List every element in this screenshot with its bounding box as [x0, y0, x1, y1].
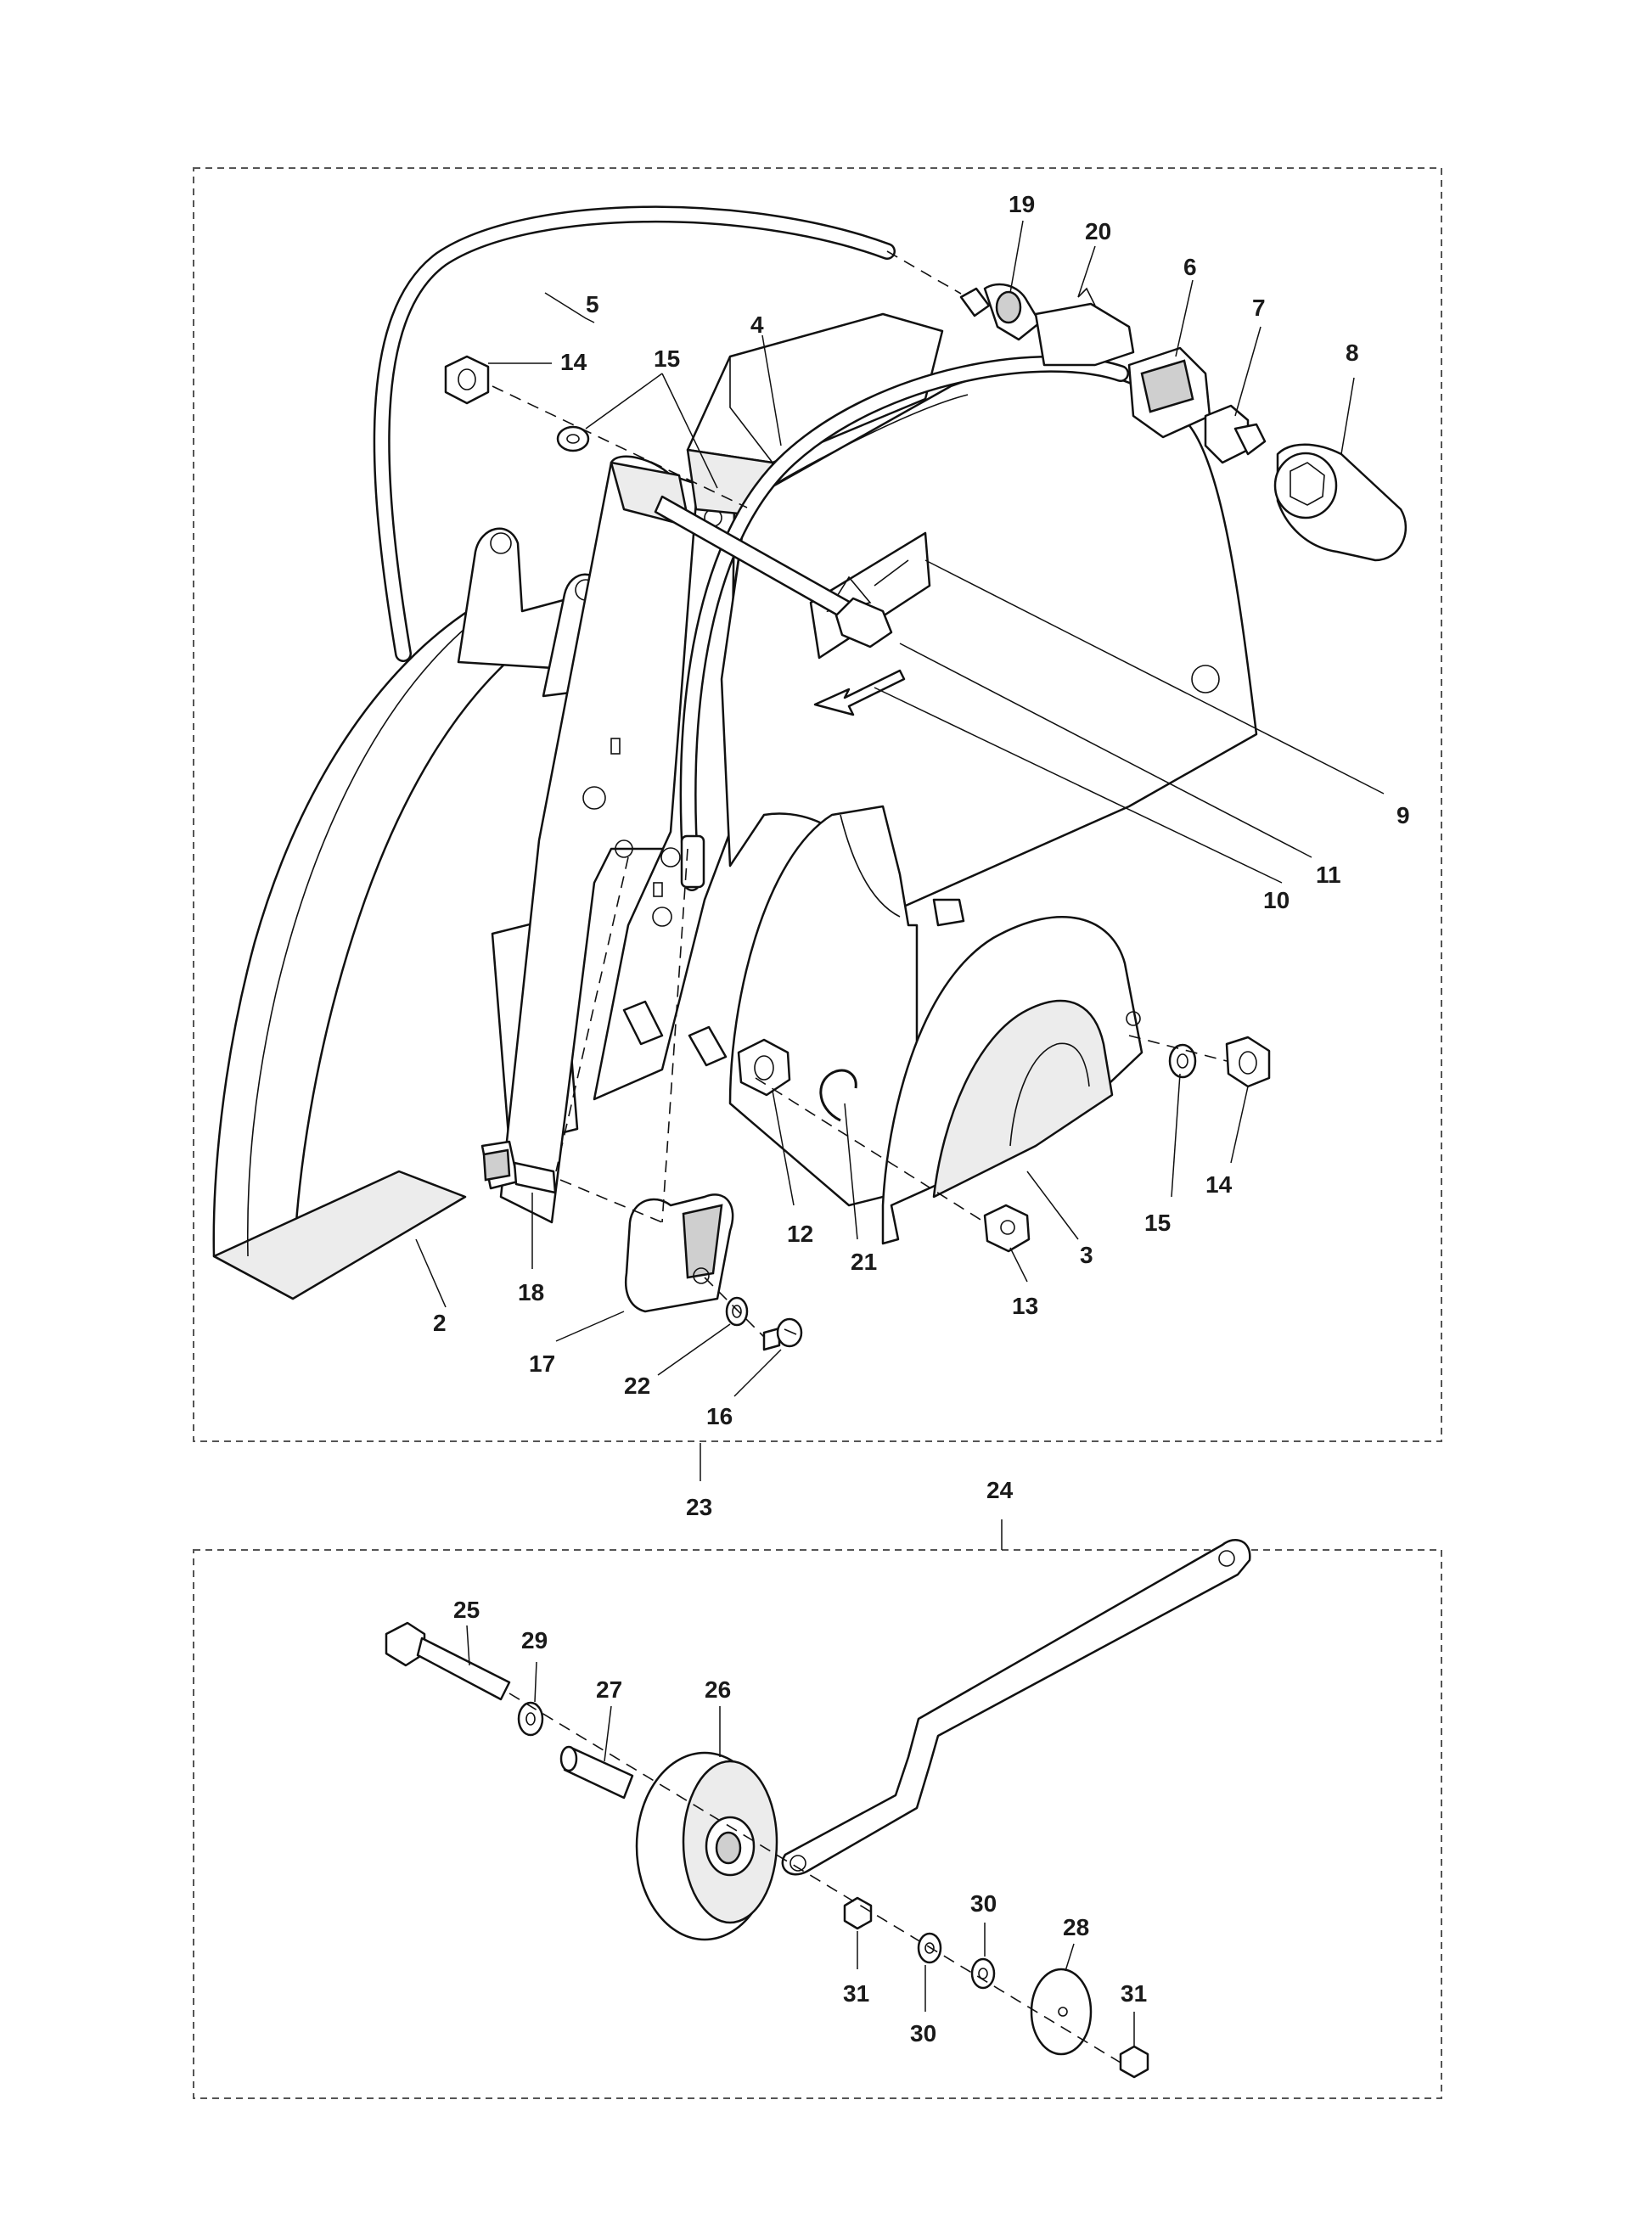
valve-insert-7: [1204, 404, 1267, 464]
blade-guard: [212, 592, 671, 1300]
wheel: [635, 1751, 778, 1941]
washer-15-right: [1168, 1043, 1197, 1079]
washer-29: [517, 1701, 544, 1737]
lower-kit-frame: [193, 1549, 1442, 2099]
washer-30-right: [970, 1957, 996, 1990]
upper-kit-frame: [193, 167, 1442, 1442]
lock-nut-14-right: [1225, 1036, 1271, 1088]
washer-15-left: [556, 425, 590, 452]
callout-15-right: 15: [1144, 1210, 1171, 1236]
guard-studs: [622, 898, 965, 1067]
valve-nipple-19: [959, 283, 1042, 341]
callout-24: 24: [986, 1477, 1014, 1503]
callout-15-left: 15: [654, 345, 680, 372]
callout-6: 6: [1183, 254, 1197, 280]
callout-16: 16: [706, 1403, 733, 1429]
callout-4: 4: [750, 312, 764, 338]
callout-14-right: 14: [1205, 1171, 1233, 1198]
valve-knob-8: [1273, 443, 1408, 562]
water-hose: [373, 205, 896, 662]
callout-21: 21: [851, 1249, 877, 1275]
callout-13: 13: [1012, 1293, 1038, 1319]
nut-31-right: [1119, 2045, 1149, 2079]
screw-16: [762, 1317, 803, 1351]
callout-19: 19: [1009, 191, 1035, 217]
pivot-bolt: [654, 495, 893, 648]
valve-body-20: [1034, 287, 1135, 367]
washer-30-left: [917, 1932, 942, 1964]
inner-guard: [728, 805, 919, 1207]
nipple-fitting: [480, 1140, 557, 1194]
callout-28: 28: [1063, 1914, 1089, 1940]
callout-8: 8: [1346, 340, 1359, 366]
callout-10: 10: [1263, 887, 1290, 913]
callout-5: 5: [586, 291, 599, 317]
callout-26: 26: [705, 1676, 731, 1703]
nut-31-left: [843, 1896, 873, 1930]
tap-housing: [625, 1193, 734, 1313]
spacer-sleeve: [559, 1745, 634, 1799]
hex-nut-12: [737, 1038, 791, 1097]
flange-nut-13: [983, 1204, 1031, 1253]
leader-lines: [415, 220, 1385, 2046]
callout-9: 9: [1396, 802, 1410, 828]
callout-23: 23: [686, 1494, 712, 1520]
callout-20: 20: [1085, 218, 1111, 244]
callout-3: 3: [1080, 1242, 1093, 1268]
callout-14-left: 14: [560, 349, 587, 375]
valve-body-6: [1127, 346, 1211, 439]
callout-labels: 2 3 4 5 6 7 8 9 10 11 12 13 14 14 15 15 …: [433, 191, 1410, 2047]
callout-30-left: 30: [910, 2020, 936, 2047]
callout-7: 7: [1252, 295, 1266, 321]
callout-22: 22: [624, 1373, 650, 1399]
wheel-cover: [881, 916, 1143, 1245]
callout-12: 12: [787, 1221, 813, 1247]
feed-hose: [679, 355, 1129, 891]
callout-25: 25: [453, 1597, 480, 1623]
lock-nut-14-left: [444, 355, 490, 405]
circlip: [819, 1069, 857, 1122]
callout-27: 27: [596, 1676, 622, 1703]
callout-2: 2: [433, 1310, 447, 1336]
wheel-arm: [781, 1539, 1251, 1876]
long-bolt: [385, 1621, 511, 1701]
callout-31-right: 31: [1121, 1980, 1147, 2007]
washer-22: [725, 1296, 749, 1327]
callout-18: 18: [518, 1279, 544, 1305]
callout-29: 29: [521, 1627, 548, 1654]
callout-30-right: 30: [970, 1890, 997, 1917]
callout-17: 17: [529, 1350, 555, 1377]
callout-31-left: 31: [843, 1980, 869, 2007]
callout-11: 11: [1316, 862, 1341, 888]
assembly-axes: [492, 250, 1228, 2063]
disc-28: [1030, 1968, 1093, 2056]
